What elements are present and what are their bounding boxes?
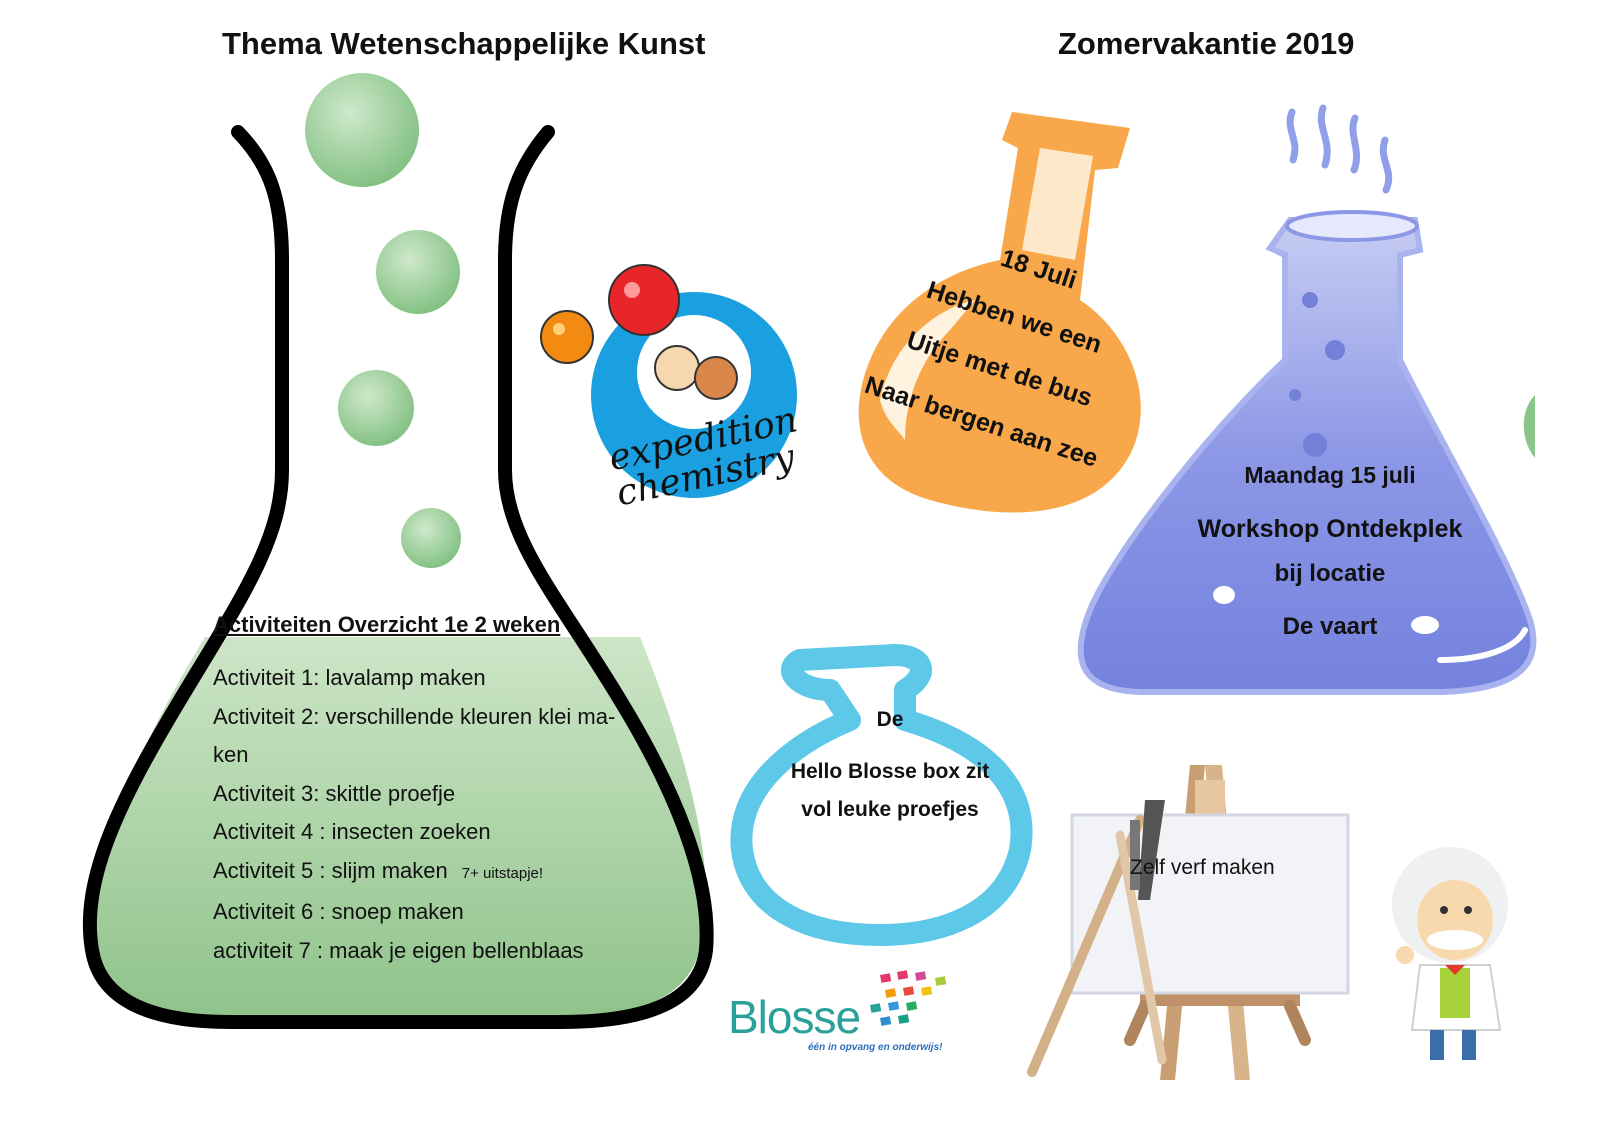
bubble-icon: [338, 370, 414, 446]
list-item: Activiteit 6 : snoep maken: [213, 893, 615, 932]
list-item-label: Activiteit 3: skittle proefje: [213, 780, 456, 806]
activities-list: Activiteit 1: lavalamp maken Activiteit …: [213, 659, 615, 970]
purple-flask-line: Workshop Ontdekplek: [1197, 515, 1463, 543]
blue-flask-line: De: [876, 708, 904, 731]
purple-flask-icon: [1077, 104, 1537, 695]
list-item: ken: [213, 736, 615, 775]
season-title: Zomervakantie 2019: [1058, 26, 1355, 61]
easel-label: Zelf verf maken: [1130, 856, 1275, 879]
purple-flask-line: De vaart: [1282, 613, 1378, 640]
orange-flask-icon: [858, 112, 1141, 513]
trip-note: 7+ uitstapje!: [461, 864, 544, 882]
blue-flask-icon: [730, 644, 1033, 946]
list-item-label: Activiteit 2: verschillende kleuren klei…: [213, 703, 616, 729]
bubble-icon: [305, 73, 419, 187]
list-item: Activiteit 4 : insecten zoeken: [213, 813, 615, 852]
bubble-icon: [376, 230, 460, 314]
list-item: Activiteit 5 : slijm maken 7+ uitstapje!: [213, 852, 615, 894]
bubble-icon: [1523, 395, 1535, 458]
scientist-icon: [1392, 847, 1508, 1060]
list-item-label: Activiteit 5 : slijm maken: [213, 857, 448, 883]
list-item: Activiteit 1: lavalamp maken: [213, 659, 615, 698]
green-liquid: [91, 637, 707, 1018]
list-item-label: Activiteit 1: lavalamp maken: [213, 665, 486, 690]
list-item: Activiteit 3: skittle proefje: [213, 775, 615, 814]
blue-flask-line: Hello Blosse box zit: [790, 760, 990, 783]
green-flask-outline: [82, 125, 714, 1029]
purple-flask-date: Maandag 15 juli: [1244, 462, 1416, 488]
list-item-label: Activiteit 6 : snoep maken: [213, 899, 464, 924]
blosse-logo-text: Blosse: [728, 991, 861, 1043]
list-item-label: ken: [213, 742, 249, 767]
list-item-label: activiteit 7 : maak je eigen bellenblaas: [213, 937, 584, 963]
activities-heading: Activiteiten Overzicht 1e 2 weken: [213, 612, 561, 637]
blue-flask-line: vol leuke proefjes: [801, 798, 979, 821]
page-title: Thema Wetenschappelijke Kunst: [222, 26, 706, 61]
green-flask: [82, 73, 714, 1029]
list-item-label: Activiteit 4 : insecten zoeken: [213, 819, 491, 844]
purple-flask-line: bij locatie: [1274, 560, 1386, 587]
easel-icon: [1027, 765, 1350, 1080]
blosse-tagline: één in opvang en onderwijs!: [808, 1042, 943, 1053]
expedition-chemistry-logo: [540, 264, 797, 498]
bubble-icon: [401, 508, 461, 568]
blosse-logo: [870, 970, 947, 1026]
list-item: Activiteit 2: verschillende kleuren klei…: [213, 698, 615, 737]
list-item: activiteit 7 : maak je eigen bellenblaas: [213, 932, 615, 971]
